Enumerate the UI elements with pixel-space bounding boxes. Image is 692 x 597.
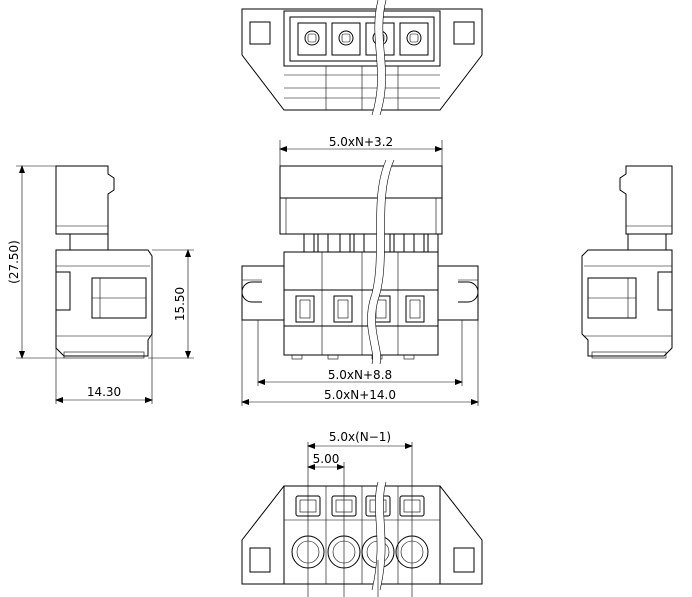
bottom-push-buttons xyxy=(295,495,425,517)
dim-side-height: (27.50) xyxy=(7,240,21,284)
dim-side-body-height: 15.50 xyxy=(173,287,187,321)
bottom-wire-holes xyxy=(291,535,429,569)
top-terminals xyxy=(297,22,429,56)
dim-pitch-total: 5.0x(N−1) xyxy=(329,430,391,444)
left-side-view xyxy=(55,165,153,359)
dim-side-depth: 14.30 xyxy=(87,385,121,399)
dim-pitch: 5.00 xyxy=(313,452,340,466)
right-side-view xyxy=(581,165,673,359)
front-view xyxy=(241,159,479,365)
dim-overall-width: 5.0xN+14.0 xyxy=(324,388,396,402)
top-view xyxy=(241,0,483,116)
dim-mid-width: 5.0xN+8.8 xyxy=(328,368,392,382)
left-side-dimensions xyxy=(16,165,194,404)
front-contacts xyxy=(303,233,439,253)
bottom-view xyxy=(241,481,483,591)
bottom-dimensions xyxy=(307,442,413,597)
dim-top-width: 5.0xN+3.2 xyxy=(329,135,393,149)
front-dimensions xyxy=(241,140,479,406)
